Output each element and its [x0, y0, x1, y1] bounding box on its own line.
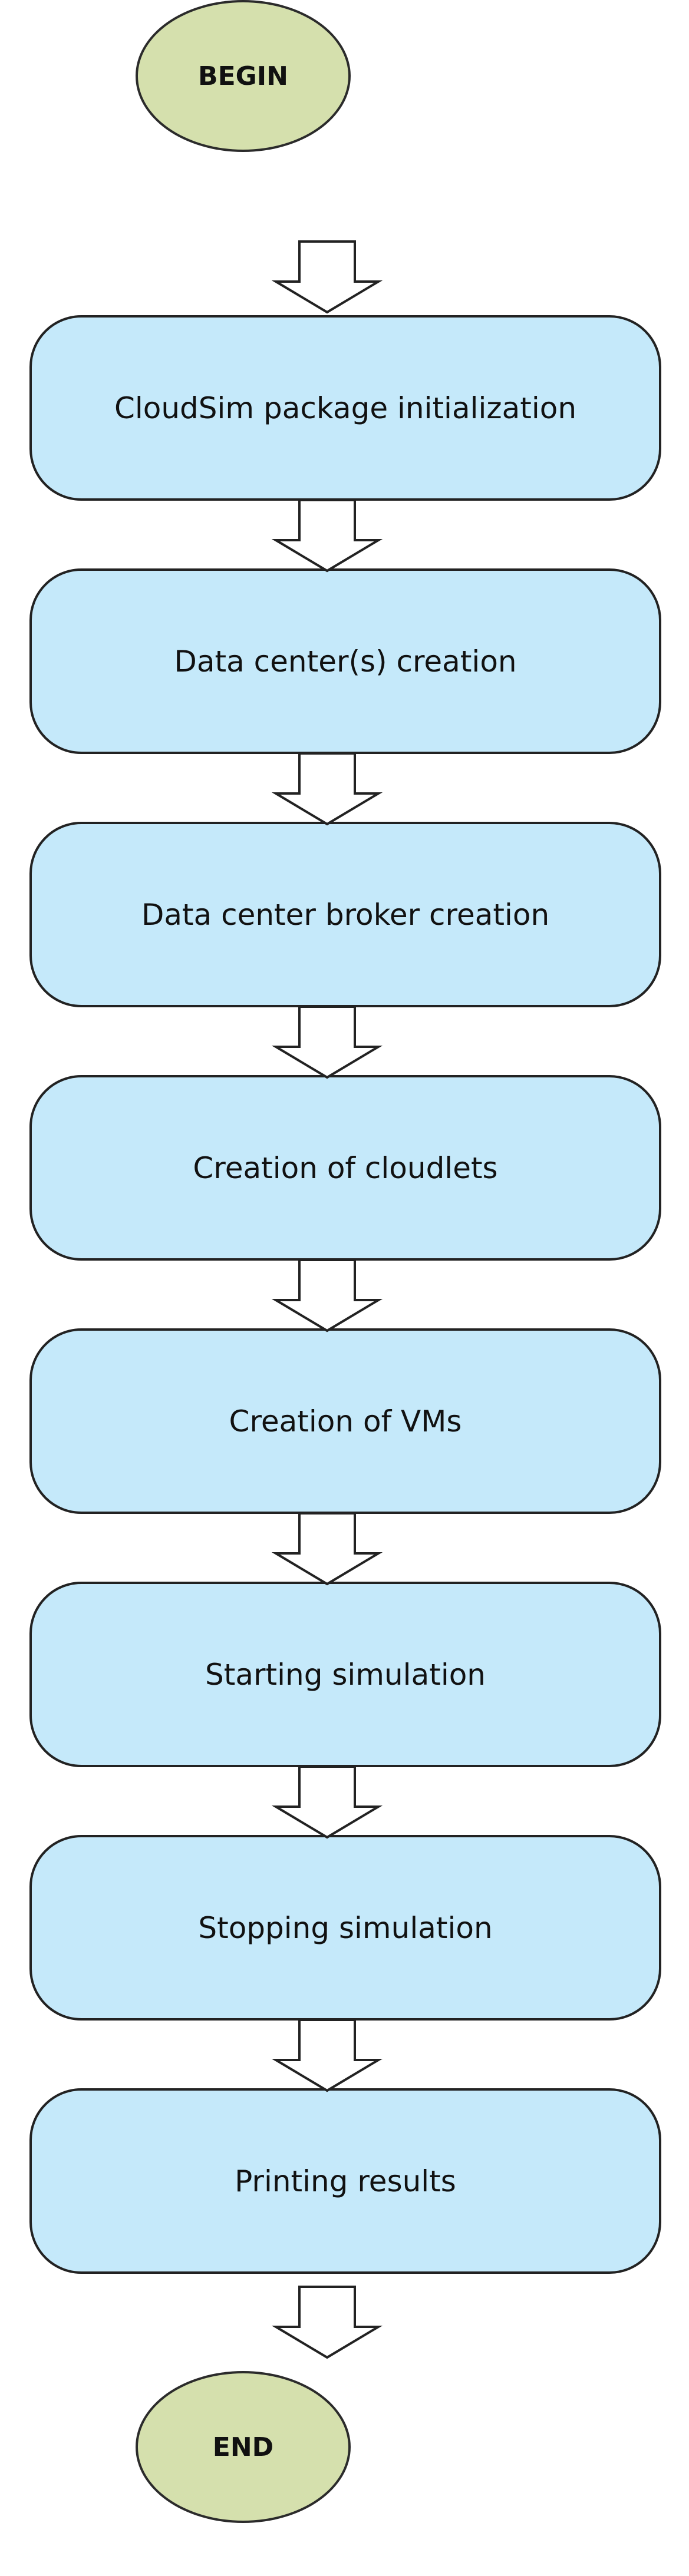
down-arrow-icon: [271, 752, 383, 826]
step-label: Data center broker creation: [141, 897, 550, 932]
begin-label: BEGIN: [198, 61, 288, 91]
down-arrow-icon: [271, 240, 383, 314]
step-label: Stopping simulation: [198, 1910, 493, 1945]
down-arrow-icon: [271, 1512, 383, 1586]
step-label: Printing results: [235, 2164, 456, 2198]
end-terminal: END: [136, 2371, 351, 2523]
end-label: END: [212, 2432, 274, 2462]
step-stop-simulation: Stopping simulation: [29, 1835, 661, 2021]
step-vms-creation: Creation of VMs: [29, 1328, 661, 1514]
down-arrow-icon: [271, 2019, 383, 2092]
step-start-simulation: Starting simulation: [29, 1582, 661, 1767]
down-arrow-icon: [271, 2286, 383, 2359]
step-datacenter-creation: Data center(s) creation: [29, 568, 661, 754]
step-print-results: Printing results: [29, 2088, 661, 2274]
step-label: Data center(s) creation: [174, 644, 517, 679]
down-arrow-icon: [271, 499, 383, 573]
down-arrow-icon: [271, 1259, 383, 1332]
step-broker-creation: Data center broker creation: [29, 822, 661, 1007]
step-cloudlets-creation: Creation of cloudlets: [29, 1075, 661, 1261]
begin-terminal: BEGIN: [136, 0, 351, 152]
down-arrow-icon: [271, 1006, 383, 1079]
step-label: Creation of cloudlets: [193, 1150, 498, 1185]
step-label: Creation of VMs: [229, 1404, 462, 1439]
step-cloudsim-init: CloudSim package initialization: [29, 315, 661, 501]
down-arrow-icon: [271, 1765, 383, 1839]
step-label: Starting simulation: [205, 1657, 486, 1692]
step-label: CloudSim package initialization: [114, 391, 577, 425]
